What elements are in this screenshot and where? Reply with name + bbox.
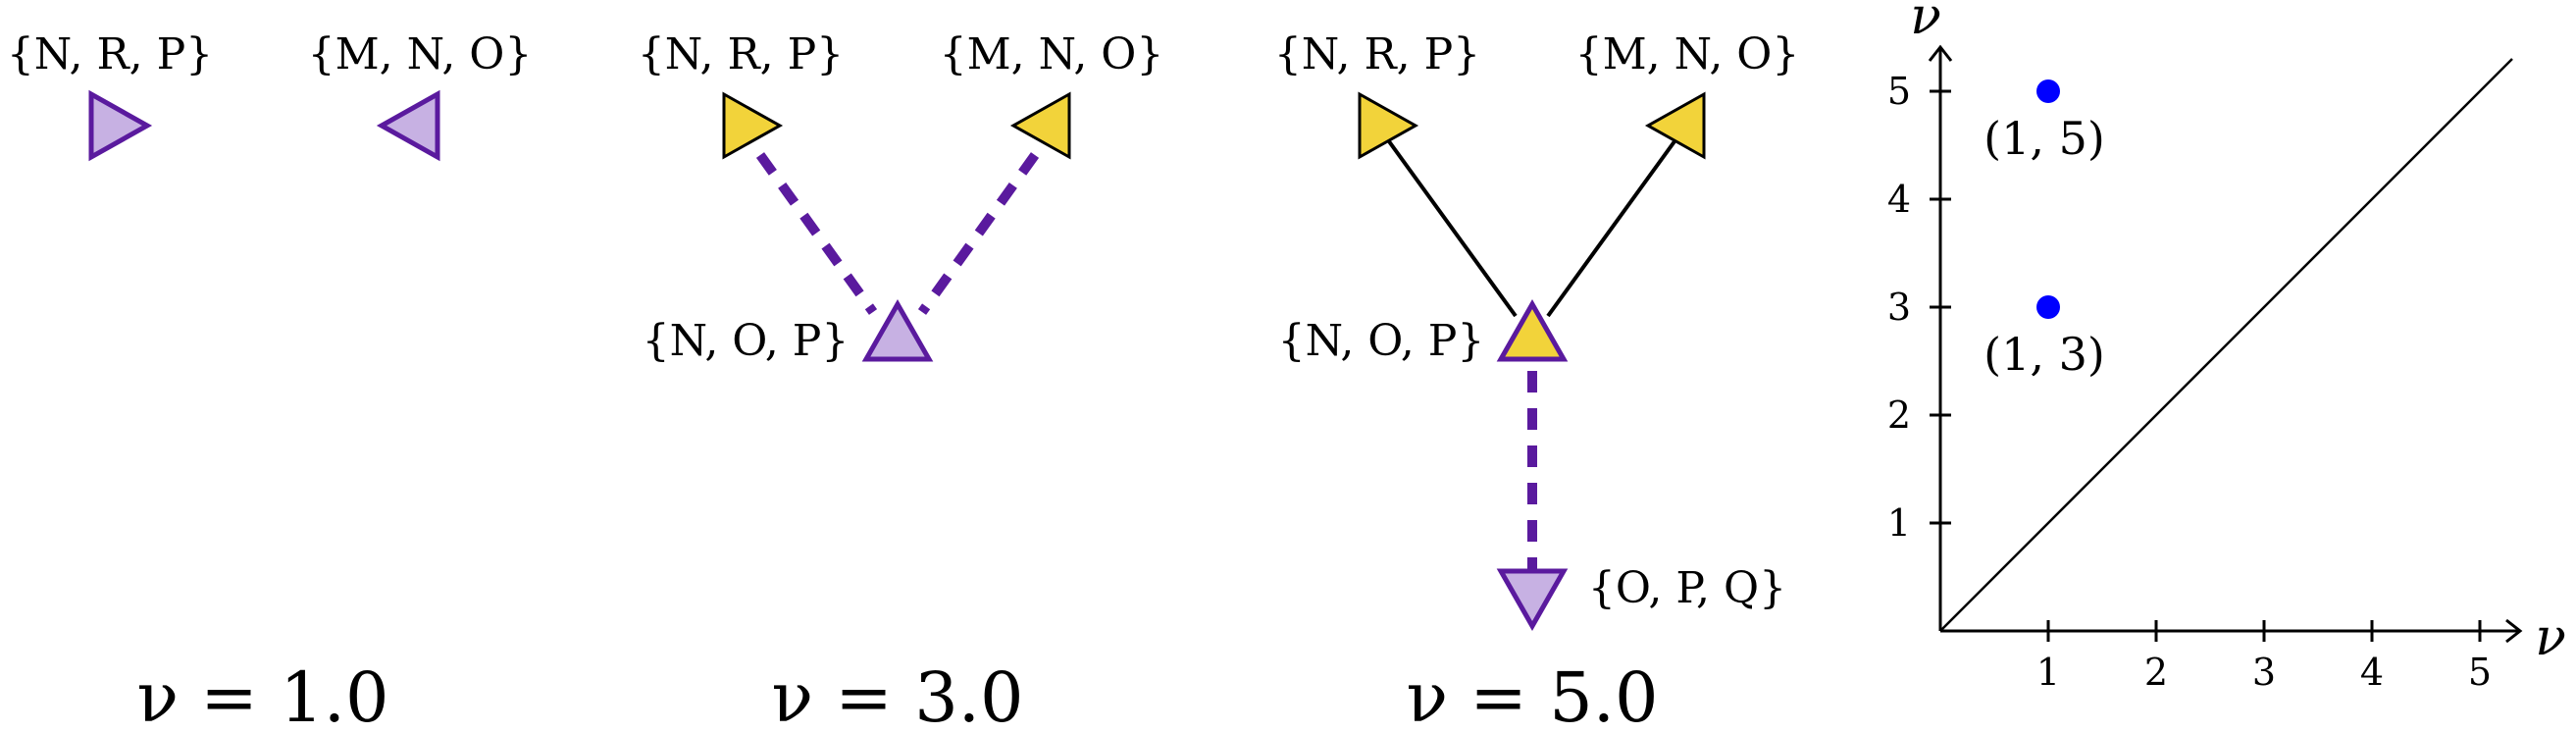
panel-2-right-triangle-node [722, 91, 784, 160]
panel-3-solid-edge-right [1546, 135, 1679, 318]
panel-1-right-triangle-node [88, 89, 153, 162]
y-axis-arrowhead [1928, 44, 1953, 62]
panel-1-caption: ν = 1.0 [136, 657, 388, 733]
panel-2: {N, R, P} {M, N, O} {N, O, P} ν = 3.0 [638, 29, 1164, 733]
panel-3-caption: ν = 5.0 [1406, 657, 1658, 733]
panel-2-caption: ν = 3.0 [771, 657, 1023, 733]
panel-3: {N, R, P} {M, N, O} {N, O, P} {O, P, Q} … [1274, 29, 1800, 733]
panel-2-dashed-edge-right [917, 152, 1040, 315]
y-tick-label: 3 [1887, 286, 1911, 329]
x-axis-label: ν [2535, 608, 2566, 667]
plot-diagonal [1939, 58, 2513, 632]
panel-3-left-triangle-node [1644, 91, 1706, 160]
x-tick-label: 4 [2360, 651, 2384, 694]
y-tick-label: 4 [1887, 178, 1911, 221]
scatter-point-label: (1, 3) [1984, 328, 2105, 381]
x-tick-label: 5 [2468, 651, 2492, 694]
panel-3-node-label-opq: {O, P, Q} [1588, 563, 1786, 613]
panel-2-node-label-mno: {M, N, O} [940, 29, 1164, 79]
x-tick-label: 2 [2144, 651, 2168, 694]
panel-3-node-label-nrp: {N, R, P} [1274, 29, 1480, 79]
plot-ticks: 1 2 3 4 5 1 2 3 4 5 [1887, 70, 2492, 694]
panel-2-dashed-edge-left [755, 152, 878, 315]
panel-3-node-label-nop: {N, O, P} [1278, 316, 1485, 366]
x-axis-arrowhead [2505, 618, 2523, 644]
panel-1-left-triangle-node [376, 89, 440, 162]
panel-1: {N, R, P} {M, N, O} ν = 1.0 [7, 29, 533, 733]
y-tick-label: 5 [1887, 70, 1911, 113]
panel-3-node-label-mno: {M, N, O} [1575, 29, 1800, 79]
panel-3-up-triangle-node [1496, 298, 1569, 362]
panel-2-node-label-nrp: {N, R, P} [638, 29, 844, 79]
scatter-point-label: (1, 5) [1984, 112, 2105, 165]
x-tick-label: 3 [2252, 651, 2276, 694]
panel-2-node-label-nop: {N, O, P} [643, 316, 850, 366]
plot-points: (1, 5) (1, 3) [1984, 79, 2105, 381]
panel-2-up-triangle-node [861, 298, 934, 362]
panel-3-right-triangle-node [1358, 91, 1419, 160]
panel-1-node-label-nrp: {N, R, P} [7, 29, 213, 79]
scatter-point [2036, 79, 2060, 103]
plot-axes [1928, 44, 2523, 644]
panel-2-left-triangle-node [1009, 91, 1071, 160]
scatter-point [2036, 295, 2060, 319]
y-tick-label: 2 [1887, 393, 1911, 437]
y-tick-label: 1 [1887, 501, 1911, 545]
scatter-plot: 1 2 3 4 5 1 2 3 4 5 (1, 5) (1, 3) ν ν [1887, 0, 2566, 694]
panel-3-solid-edge-left [1384, 135, 1518, 318]
panel-3-down-triangle-node [1496, 568, 1569, 632]
panel-1-node-label-mno: {M, N, O} [308, 29, 533, 79]
x-tick-label: 1 [2036, 651, 2060, 694]
diagonal-line [1939, 58, 2513, 632]
y-axis-label: ν [1910, 0, 1941, 46]
